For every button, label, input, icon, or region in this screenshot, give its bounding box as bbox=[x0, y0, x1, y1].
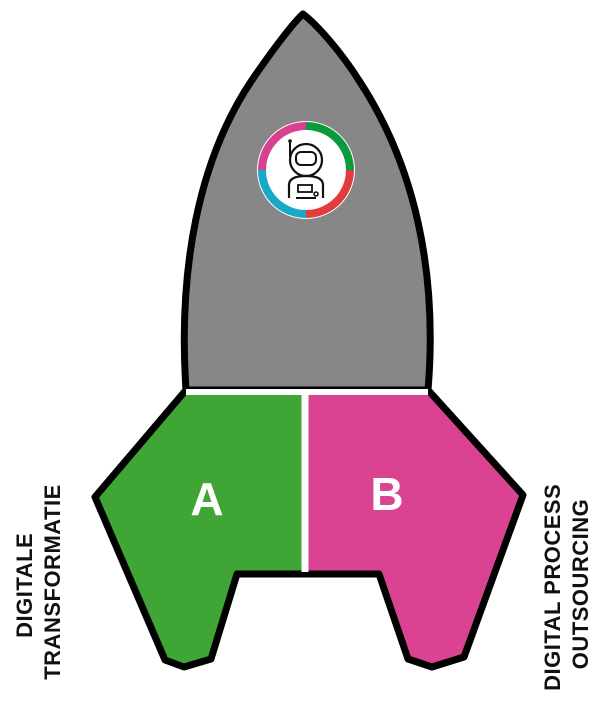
section-a-letter: A bbox=[190, 473, 223, 525]
astronaut-icon bbox=[257, 121, 355, 219]
left-side-label: DIGITALE TRANSFORMATIE bbox=[12, 484, 65, 680]
section-b-letter: B bbox=[370, 468, 403, 520]
right-label-line-2: OUTSOURCING bbox=[568, 499, 593, 670]
section-b-area bbox=[305, 385, 535, 685]
right-label-line-1: DIGITAL PROCESS bbox=[540, 484, 565, 691]
left-label-line-2: TRANSFORMATIE bbox=[40, 484, 65, 680]
left-label-line-1: DIGITALE bbox=[12, 533, 37, 638]
right-side-label: DIGITAL PROCESS OUTSOURCING bbox=[540, 477, 593, 691]
